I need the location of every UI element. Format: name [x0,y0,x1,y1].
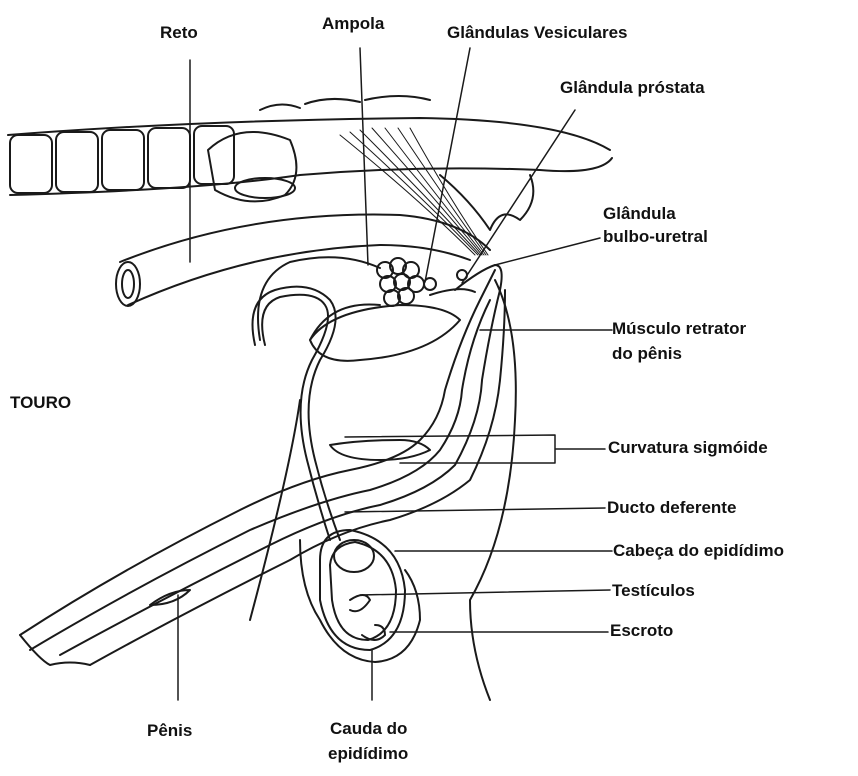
label-musculo-line1: Músculo retrator [612,318,746,340]
label-escroto: Escroto [610,620,673,642]
label-ducto: Ducto deferente [607,497,736,519]
label-glandula-prostata: Glândula próstata [560,77,705,99]
label-cabeca: Cabeça do epidídimo [613,540,784,562]
label-reto: Reto [160,22,198,44]
label-cauda-line1: Cauda do [330,718,407,740]
label-cauda-line2: epidídimo [328,743,408,765]
label-penis: Pênis [147,720,192,742]
label-glandula-bulbo-line1: Glândula [603,203,676,225]
label-musculo-line2: do pênis [612,343,682,365]
figure-title: TOURO [10,392,71,414]
label-glandula-bulbo-line2: bulbo-uretral [603,226,708,248]
label-glandulas-vesiculares: Glândulas Vesiculares [447,22,627,44]
gland-fibres [340,128,488,255]
testis [300,530,420,662]
label-ampola: Ampola [322,13,384,35]
vertebrae [8,96,612,230]
label-curvatura: Curvatura sigmóide [608,437,768,459]
pelvic-structures [258,257,502,361]
ductus-deferens [253,287,341,540]
label-testiculos: Testículos [612,580,695,602]
vesicular-glands [377,258,436,306]
